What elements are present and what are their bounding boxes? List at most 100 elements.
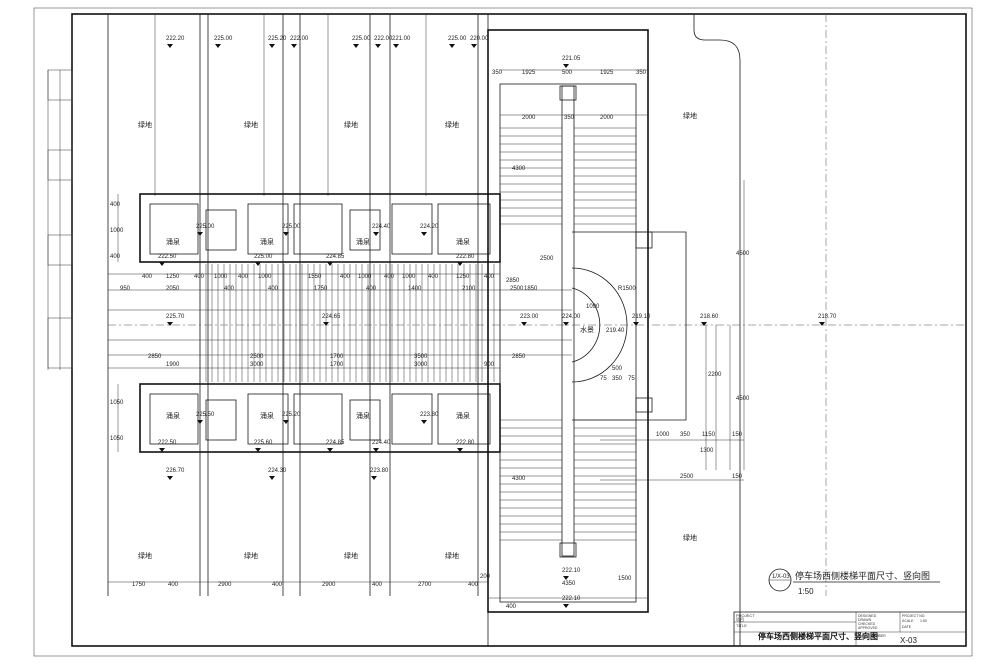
dim-row2-950: 950 xyxy=(120,286,131,292)
dim-mid-2850b: 2850 xyxy=(512,354,526,360)
dim-left-2500: 2500 xyxy=(510,286,524,292)
elev-fbot-4: 225.20 xyxy=(282,412,301,418)
dim-bottom-200: 200 xyxy=(480,574,491,580)
dim-row2-400b: 400 xyxy=(268,286,279,292)
dim-band-400-2: 400 xyxy=(194,274,205,280)
dim-left-400b: 400 xyxy=(110,254,121,260)
elevation-triangle-icon xyxy=(327,262,333,266)
elev-mid-4: 224.00 xyxy=(562,314,581,320)
label-green-10: 绿地 xyxy=(683,533,697,542)
elev-top-1: 222.20 xyxy=(166,36,185,42)
elevation-triangle-icon xyxy=(457,448,463,452)
dim-row2-2100: 2100 xyxy=(462,286,476,292)
elev-ftop-4: 225.00 xyxy=(282,224,301,230)
road-curve xyxy=(693,14,741,646)
elevation-triangle-icon xyxy=(375,44,381,48)
dim-band-400-5: 400 xyxy=(384,274,395,280)
elevation-triangle-icon xyxy=(563,64,569,68)
elev-mid-7: 218.60 xyxy=(700,314,719,320)
elev-mid-8: 218.70 xyxy=(818,314,837,320)
dim-stair-350-a: 350 xyxy=(492,70,503,76)
dim-row2-1850: 1850 xyxy=(524,286,538,292)
elev-top-9: 220.00 xyxy=(470,36,489,42)
dim-right-150a: 150 xyxy=(732,432,743,438)
dim-stair-1925-b: 1925 xyxy=(600,70,614,76)
dim-right-350: 350 xyxy=(612,376,623,382)
outer-frame xyxy=(33,7,973,657)
dim-bottom-2700: 2700 xyxy=(418,582,432,588)
elev-fbot-8: 222.80 xyxy=(456,440,475,446)
dim-mid-900: 900 xyxy=(484,362,495,368)
elevation-triangle-icon xyxy=(457,262,463,266)
elev-top-7: 221.00 xyxy=(392,36,411,42)
dim-bottom-1750: 1750 xyxy=(132,582,146,588)
elev-top-2: 225.00 xyxy=(214,36,233,42)
dim-row2-2850: 2850 xyxy=(506,278,520,284)
elevation-triangle-icon xyxy=(421,232,427,236)
elevation-triangle-icon xyxy=(167,476,173,480)
dim-stair-4300-b: 4300 xyxy=(512,476,526,482)
dim-right-1090: 1090 xyxy=(586,304,600,310)
label-fountain-6: 涌泉 xyxy=(260,411,274,420)
dim-bottom-400a: 400 xyxy=(168,582,179,588)
tb-sheet-label: SHEET NUMBER xyxy=(858,634,886,638)
label-fountain-3: 涌泉 xyxy=(356,237,370,246)
elev-fbot-6: 224.40 xyxy=(372,440,391,446)
elev-ftop-5: 224.85 xyxy=(326,254,345,260)
right-dim-chain xyxy=(600,180,745,481)
dim-bottom-400e: 400 xyxy=(506,604,517,610)
elev-low-2: 224.30 xyxy=(268,468,287,474)
elevation-triangle-icon xyxy=(291,44,297,48)
elev-ftop-1: 222.50 xyxy=(158,254,177,260)
dim-right-500: 500 xyxy=(612,366,623,372)
view-title-block: 1/X-03 停车场西侧楼梯平面尺寸、竖向图 1:50 xyxy=(768,568,940,596)
dim-band-1000-1: 1000 xyxy=(214,274,228,280)
elevation-triangle-icon xyxy=(255,448,261,452)
dim-mid-2500: 2500 xyxy=(250,354,264,360)
label-fountain-2: 涌泉 xyxy=(260,237,274,246)
dim-mid-3000b: 3000 xyxy=(414,362,428,368)
elev-mid-2: 224.65 xyxy=(322,314,341,320)
elevation-triangle-icon xyxy=(373,232,379,236)
label-fountain-4: 涌泉 xyxy=(456,237,470,246)
elev-fbot-1: 222.50 xyxy=(158,440,177,446)
elevation-triangle-icon xyxy=(159,262,165,266)
elev-top-8: 225.00 xyxy=(448,36,467,42)
elev-stair-1: 221.05 xyxy=(562,56,581,62)
dim-band-1000-3: 1000 xyxy=(358,274,372,280)
elevation-triangle-icon xyxy=(269,476,275,480)
elevation-triangle-icon xyxy=(373,448,379,452)
dim-stair-1925-a: 1925 xyxy=(522,70,536,76)
elevation-triangle-icon xyxy=(521,322,527,326)
elev-mid-5: 219.40 xyxy=(606,328,625,334)
elev-mid-6: 219.10 xyxy=(632,314,651,320)
elevation-triangle-icon xyxy=(819,322,825,326)
elevation-triangle-icon xyxy=(269,44,275,48)
dim-band-400-7: 400 xyxy=(484,274,495,280)
tb-checked: CHECKED xyxy=(858,622,876,626)
label-green-5: 绿地 xyxy=(683,111,697,120)
dim-band-400-3: 400 xyxy=(238,274,249,280)
dim-right-4500a: 4500 xyxy=(736,251,750,257)
elevation-triangle-icon xyxy=(283,420,289,424)
landing-right xyxy=(572,231,687,421)
dim-bottom-2900b: 2900 xyxy=(322,582,336,588)
elevation-triangle-icon xyxy=(563,322,569,326)
dim-mid-3000a: 3000 xyxy=(250,362,264,368)
elevation-triangles xyxy=(159,44,825,608)
elevation-triangle-icon xyxy=(255,262,261,266)
label-green-4: 绿地 xyxy=(445,120,459,129)
dim-band-400-1: 400 xyxy=(142,274,153,280)
elev-low-3: 223.80 xyxy=(370,468,389,474)
landing-post-bottom xyxy=(635,397,653,413)
elev-stair-2: 222.10 xyxy=(562,568,581,574)
dim-right-75b: 75 xyxy=(628,376,635,382)
label-fountain-5: 涌泉 xyxy=(166,411,180,420)
elevation-triangle-icon xyxy=(449,44,455,48)
dim-bottom-1500: 1500 xyxy=(618,576,632,582)
elev-top-5: 225.00 xyxy=(352,36,371,42)
tb-title-value: 停车场西侧楼梯平面尺寸、竖向图 xyxy=(758,631,878,641)
title-block: PROJECT 项目 TITLE 停车场西侧楼梯平面尺寸、竖向图 DESIGNE… xyxy=(733,611,967,647)
